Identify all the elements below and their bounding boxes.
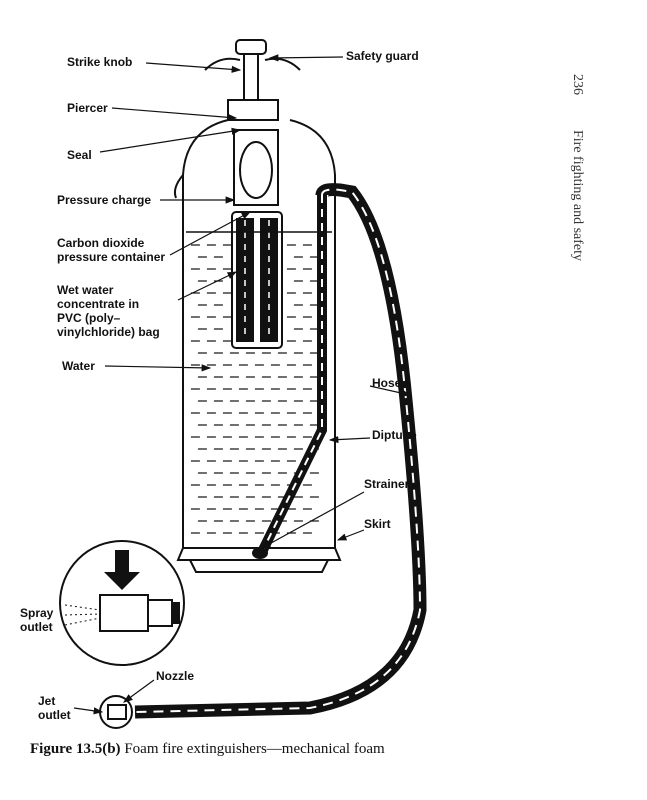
label-line: concentrate in [57,297,140,311]
label-co2-container: Carbon dioxide pressure container [57,236,165,264]
figure-caption: Figure 13.5(b) Foam fire extinguishers—m… [30,741,385,758]
figure-caption-text: Foam fire extinguishers—mechanical foam [124,741,385,757]
spray-lines [64,604,101,626]
label-strike-knob: Strike knob [67,55,133,69]
label-jet-outlet: Jet outlet [38,694,71,722]
label-line: pressure container [57,250,166,264]
label-safety-guard: Safety guard [346,49,419,63]
label-skirt: Skirt [364,517,391,531]
label-line: Wet water [57,283,114,297]
down-arrow-icon [115,550,129,572]
label-seal: Seal [67,148,92,162]
label-nozzle: Nozzle [156,669,195,683]
label-hose: Hose [372,376,402,390]
label-pressure-charge: Pressure charge [57,193,152,207]
label-line: PVC (poly– [57,311,121,325]
label-wet-water: Wet water concentrate in PVC (poly– viny… [57,283,160,339]
label-diptube: Diptube [372,428,417,442]
figure-number: Figure 13.5(b) [30,741,121,757]
label-spray-outlet: Spray outlet [20,606,53,634]
running-head-title: Fire fighting and safety [570,130,585,262]
label-line: vinylchloride) bag [57,325,160,339]
label-strainer: Strainer [364,477,410,491]
label-line: outlet [38,708,71,722]
label-line: Carbon dioxide [57,236,145,250]
label-water: Water [62,359,95,373]
label-line: Spray [20,606,54,620]
label-piercer: Piercer [67,101,108,115]
leader-lines [73,54,412,715]
extinguisher-body [173,39,342,573]
strainer [252,547,268,559]
water [190,244,319,534]
label-line: outlet [20,620,53,634]
label-line: Jet [38,694,56,708]
page-number: 236 [570,74,585,95]
